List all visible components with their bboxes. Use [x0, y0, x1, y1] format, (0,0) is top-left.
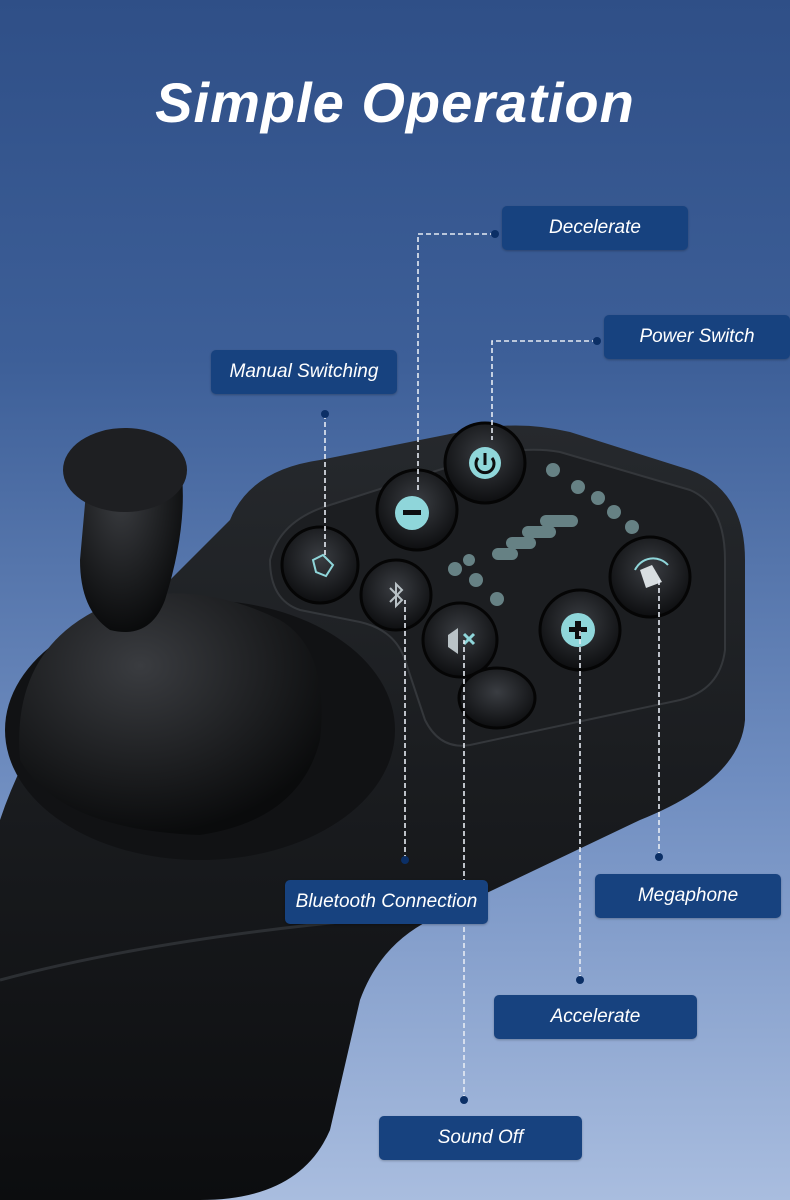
decelerate-button[interactable] — [375, 468, 459, 552]
label-sound-off: Sound Off — [379, 1116, 582, 1160]
page-title: Simple Operation — [155, 71, 635, 134]
blank-button[interactable] — [457, 666, 537, 730]
callout-dots — [321, 230, 663, 1104]
bluetooth-button[interactable] — [359, 558, 433, 632]
speed-led-indicator — [448, 515, 578, 606]
callout-lines — [324, 233, 660, 1100]
megaphone-button[interactable] — [608, 535, 692, 619]
label-bluetooth-connection: Bluetooth Connection — [285, 880, 488, 924]
label-decelerate: Decelerate — [502, 206, 688, 250]
label-power-switch: Power Switch — [604, 315, 790, 359]
joystick — [5, 428, 395, 860]
sound-off-button[interactable] — [421, 601, 499, 679]
label-accelerate: Accelerate — [494, 995, 697, 1039]
battery-led-indicator — [546, 463, 639, 534]
label-megaphone: Megaphone — [595, 874, 781, 918]
accelerate-button[interactable] — [538, 588, 622, 672]
manual-switch-button[interactable] — [280, 525, 360, 605]
power-button[interactable] — [443, 421, 527, 505]
label-manual-switching: Manual Switching — [211, 350, 397, 394]
